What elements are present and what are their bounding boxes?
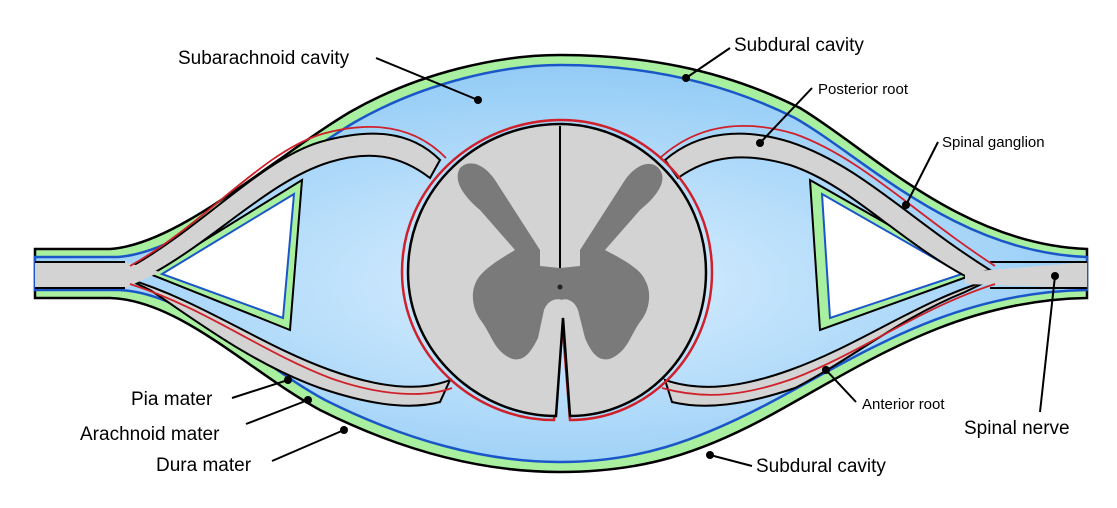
- label-arachnoid-mater: Arachnoid mater: [80, 424, 220, 445]
- leader-spinal-ganglion: [905, 141, 939, 206]
- central-canal: [557, 284, 563, 290]
- pia-line-left-lower: [129, 283, 453, 395]
- leader-subdural-cavity-bottom: [709, 454, 753, 467]
- label-pia-mater: Pia mater: [131, 389, 213, 410]
- label-subdural-cavity-top: Subdural cavity: [734, 35, 864, 56]
- pointer-subarachnoid-cavity: [474, 96, 482, 104]
- pointer-dura-mater: [340, 426, 348, 434]
- leader-pia-mater: [231, 379, 289, 399]
- label-anterior-root: Anterior root: [862, 396, 945, 413]
- label-subarachnoid-cavity: Subarachnoid cavity: [178, 48, 350, 69]
- label-posterior-root: Posterior root: [818, 81, 909, 98]
- pointer-subdural-cavity-bottom: [706, 451, 714, 459]
- left-posterior-root: [122, 132, 442, 277]
- right-anterior-root: [663, 279, 991, 407]
- annotation-leaders: [231, 47, 1059, 467]
- pointer-spinal-ganglion: [902, 201, 910, 209]
- label-spinal-nerve: Spinal nerve: [964, 418, 1070, 439]
- pia-line-left-upper: [129, 125, 447, 267]
- leader-posterior-root: [759, 87, 813, 144]
- left-dural-gap-inner: [159, 192, 296, 320]
- pointer-anterior-root: [822, 366, 830, 374]
- label-spinal-ganglion: Spinal ganglion: [942, 134, 1045, 151]
- leader-spinal-nerve: [1039, 275, 1056, 413]
- pointer-spinal-nerve: [1051, 272, 1059, 280]
- pointer-posterior-root: [756, 139, 764, 147]
- right-dural-gap-inner: [820, 192, 965, 320]
- pointer-subdural-cavity-top: [682, 74, 690, 82]
- pia-line-right-upper: [659, 125, 996, 267]
- leader-anterior-root: [825, 369, 857, 403]
- leader-dura-mater: [271, 429, 345, 462]
- right-spinal-nerve: [965, 262, 1087, 288]
- label-dura-mater: Dura mater: [156, 455, 252, 476]
- leader-subdural-cavity-top: [685, 47, 731, 79]
- leader-arachnoid-mater: [245, 399, 309, 425]
- pia-line-right-lower: [661, 283, 996, 396]
- label-subdural-cavity-bottom: Subdural cavity: [756, 456, 886, 477]
- pointer-arachnoid-mater: [304, 396, 312, 404]
- pointer-pia-mater: [284, 376, 292, 384]
- leader-subarachnoid-cavity: [375, 57, 479, 101]
- left-spinal-nerve: [35, 262, 160, 288]
- grey-matter: [457, 163, 663, 360]
